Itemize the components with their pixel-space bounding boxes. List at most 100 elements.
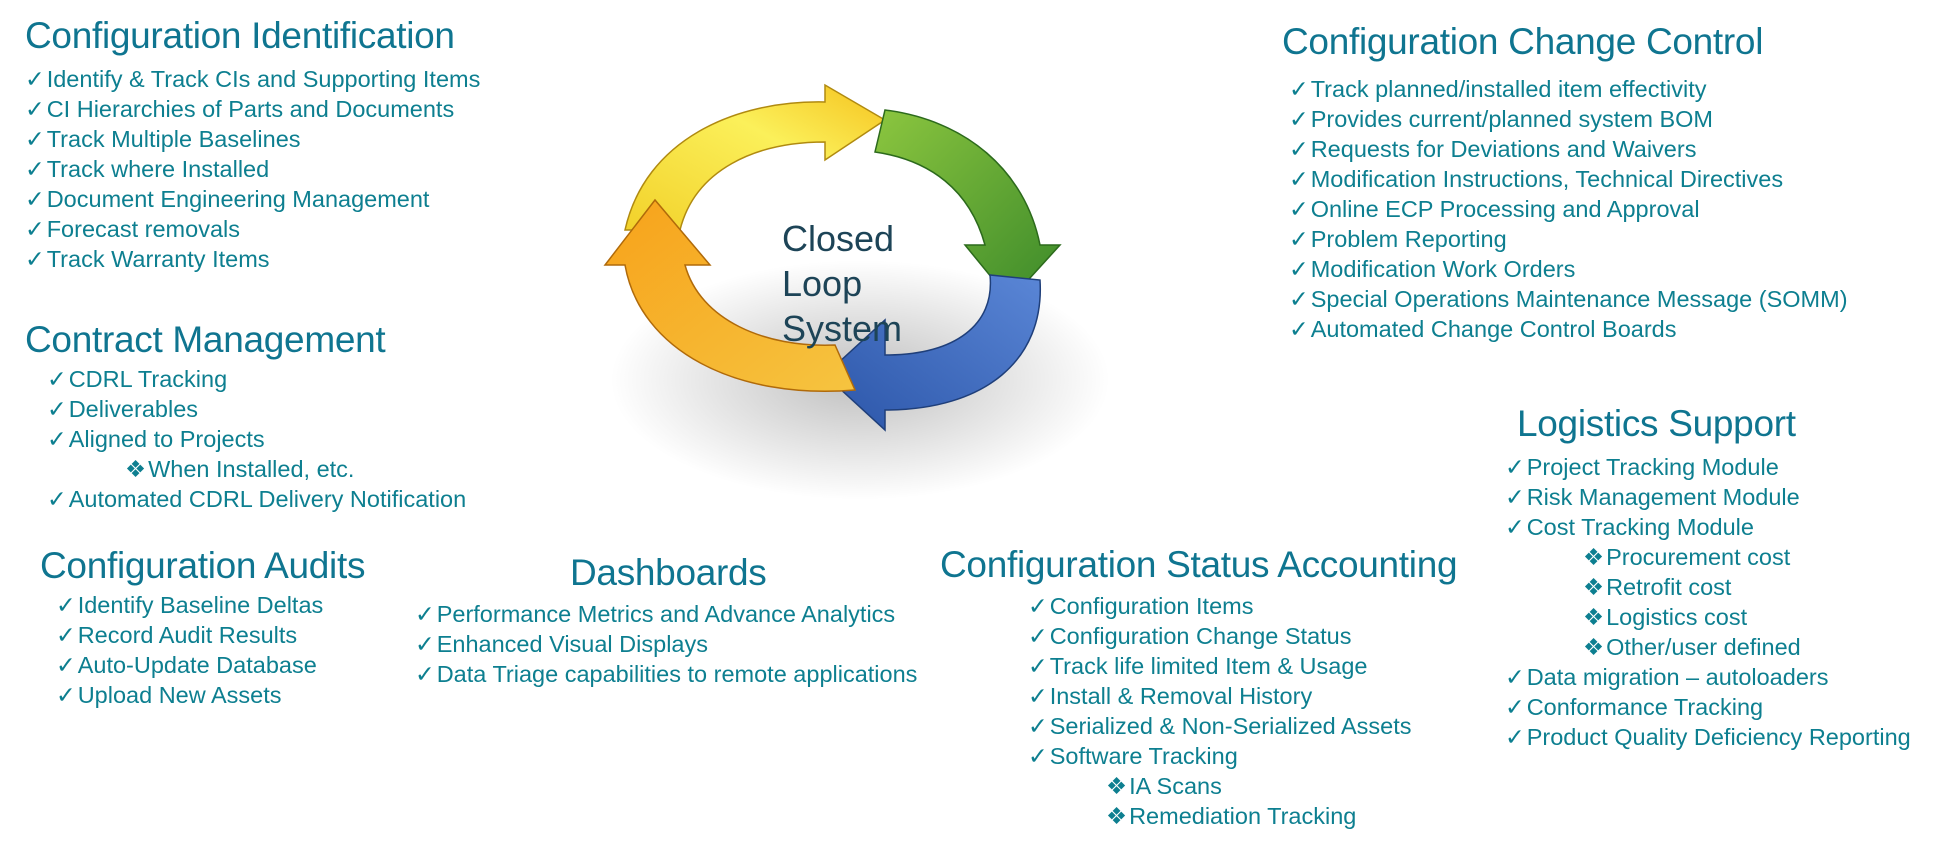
list-item: ✓Upload New Assets <box>56 680 365 710</box>
check-icon: ✓ <box>47 396 67 422</box>
list-item: ✓Aligned to Projects <box>47 424 466 454</box>
list-item-text: Identify Baseline Deltas <box>77 592 324 618</box>
check-icon: ✓ <box>1289 226 1309 252</box>
bullet-list: ✓CDRL Tracking ✓Deliverables ✓Aligned to… <box>47 364 466 514</box>
configuration-audits-section: Configuration Audits ✓Identify Baseline … <box>40 544 365 710</box>
list-item: ✓Track where Installed <box>25 154 480 184</box>
list-item: ✓Risk Management Module <box>1505 482 1911 512</box>
check-icon: ✓ <box>56 592 76 618</box>
sub-list-item: ❖Remediation Tracking <box>1028 801 1457 831</box>
list-item: ✓Modification Instructions, Technical Di… <box>1289 164 1848 194</box>
list-item-text: Software Tracking <box>1049 743 1238 769</box>
list-item: ✓Software Tracking <box>1028 741 1457 771</box>
list-item: ✓Cost Tracking Module <box>1505 512 1911 542</box>
list-item: ✓Product Quality Deficiency Reporting <box>1505 722 1911 752</box>
list-item: ✓Special Operations Maintenance Message … <box>1289 284 1848 314</box>
list-item: ✓Track planned/installed item effectivit… <box>1289 74 1848 104</box>
list-item-text: Auto-Update Database <box>77 652 317 678</box>
list-item-text: Track Warranty Items <box>46 246 270 272</box>
list-item-text: When Installed, etc. <box>148 456 355 482</box>
sub-list-item: ❖Logistics cost <box>1505 602 1911 632</box>
configuration-identification-section: Configuration Identification ✓Identify &… <box>25 14 480 274</box>
sub-list-item: ❖Retrofit cost <box>1505 572 1911 602</box>
bullet-list: ✓Track planned/installed item effectivit… <box>1289 74 1848 344</box>
list-item-text: Aligned to Projects <box>68 426 265 452</box>
list-item-text: Automated Change Control Boards <box>1310 316 1677 342</box>
list-item: ✓Identify & Track CIs and Supporting Ite… <box>25 64 480 94</box>
check-icon: ✓ <box>47 426 67 452</box>
list-item: ✓Enhanced Visual Displays <box>415 629 917 659</box>
list-item-text: Conformance Tracking <box>1526 694 1764 720</box>
list-item: ✓Forecast removals <box>25 214 480 244</box>
list-item: ✓Project Tracking Module <box>1505 452 1911 482</box>
section-title: Logistics Support <box>1517 403 1796 444</box>
list-item-text: Data Triage capabilities to remote appli… <box>436 661 918 687</box>
list-item-text: Risk Management Module <box>1526 484 1800 510</box>
list-item-text: Serialized & Non-Serialized Assets <box>1049 713 1412 739</box>
list-item-text: Modification Work Orders <box>1310 256 1576 282</box>
check-icon: ✓ <box>25 66 45 92</box>
section-title: Configuration Audits <box>40 545 366 586</box>
list-item: ✓Online ECP Processing and Approval <box>1289 194 1848 224</box>
bullet-list: ✓Identify & Track CIs and Supporting Ite… <box>25 64 480 274</box>
list-item-text: Cost Tracking Module <box>1526 514 1754 540</box>
diamond-bullet-icon: ❖ <box>1583 574 1605 600</box>
list-item-text: Provides current/planned system BOM <box>1310 106 1713 132</box>
list-item: ✓Data migration – autoloaders <box>1505 662 1911 692</box>
list-item-text: Upload New Assets <box>77 682 282 708</box>
list-item-text: Requests for Deviations and Waivers <box>1310 136 1697 162</box>
check-icon: ✓ <box>56 682 76 708</box>
closed-loop-system-label: Closed Loop System <box>782 216 902 351</box>
check-icon: ✓ <box>1505 694 1525 720</box>
check-icon: ✓ <box>25 186 45 212</box>
list-item-text: Other/user defined <box>1606 634 1801 660</box>
list-item-text: Procurement cost <box>1606 544 1791 570</box>
diamond-bullet-icon: ❖ <box>1583 544 1605 570</box>
check-icon: ✓ <box>25 246 45 272</box>
list-item: ✓Track life limited Item & Usage <box>1028 651 1457 681</box>
list-item: ✓Automated CDRL Delivery Notification <box>47 484 466 514</box>
center-label-line: System <box>782 308 903 349</box>
check-icon: ✓ <box>1505 454 1525 480</box>
list-item-text: Retrofit cost <box>1606 574 1732 600</box>
check-icon: ✓ <box>25 126 45 152</box>
check-icon: ✓ <box>1289 316 1309 342</box>
list-item: ✓Performance Metrics and Advance Analyti… <box>415 599 917 629</box>
list-item-text: Document Engineering Management <box>46 186 430 212</box>
center-label-line: Loop <box>782 263 863 304</box>
check-icon: ✓ <box>1028 593 1048 619</box>
list-item: ✓Provides current/planned system BOM <box>1289 104 1848 134</box>
list-item-text: Problem Reporting <box>1310 226 1507 252</box>
list-item-text: Modification Instructions, Technical Dir… <box>1310 166 1784 192</box>
green-cycle-arrow <box>874 109 1062 302</box>
list-item-text: CI Hierarchies of Parts and Documents <box>46 96 455 122</box>
list-item: ✓Conformance Tracking <box>1505 692 1911 722</box>
list-item: ✓Track Warranty Items <box>25 244 480 274</box>
list-item-text: Special Operations Maintenance Message (… <box>1310 286 1848 312</box>
section-title: Configuration Status Accounting <box>940 544 1458 585</box>
list-item: ✓Requests for Deviations and Waivers <box>1289 134 1848 164</box>
sub-list-item: ❖IA Scans <box>1028 771 1457 801</box>
dashboards-section: Dashboards ✓Performance Metrics and Adva… <box>415 551 917 689</box>
list-item-text: IA Scans <box>1129 773 1222 799</box>
check-icon: ✓ <box>56 652 76 678</box>
check-icon: ✓ <box>1505 514 1525 540</box>
center-label-line: Closed <box>782 218 895 259</box>
list-item: ✓Deliverables <box>47 394 466 424</box>
section-title: Configuration Identification <box>25 15 455 56</box>
check-icon: ✓ <box>1289 196 1309 222</box>
check-icon: ✓ <box>1289 106 1309 132</box>
list-item: ✓Serialized & Non-Serialized Assets <box>1028 711 1457 741</box>
list-item-text: Product Quality Deficiency Reporting <box>1526 724 1911 750</box>
blue-cycle-arrow <box>823 274 1041 432</box>
diamond-bullet-icon: ❖ <box>1106 773 1128 799</box>
contract-management-section: Contract Management ✓CDRL Tracking ✓Deli… <box>25 318 466 514</box>
section-title: Contract Management <box>25 319 386 360</box>
sub-list-item: ❖When Installed, etc. <box>47 454 466 484</box>
list-item-text: Track Multiple Baselines <box>46 126 301 152</box>
list-item-text: Identify & Track CIs and Supporting Item… <box>46 66 481 92</box>
check-icon: ✓ <box>1028 623 1048 649</box>
sub-list-item: ❖Other/user defined <box>1505 632 1911 662</box>
configuration-status-accounting-section: Configuration Status Accounting ✓Configu… <box>940 543 1458 831</box>
check-icon: ✓ <box>1028 713 1048 739</box>
